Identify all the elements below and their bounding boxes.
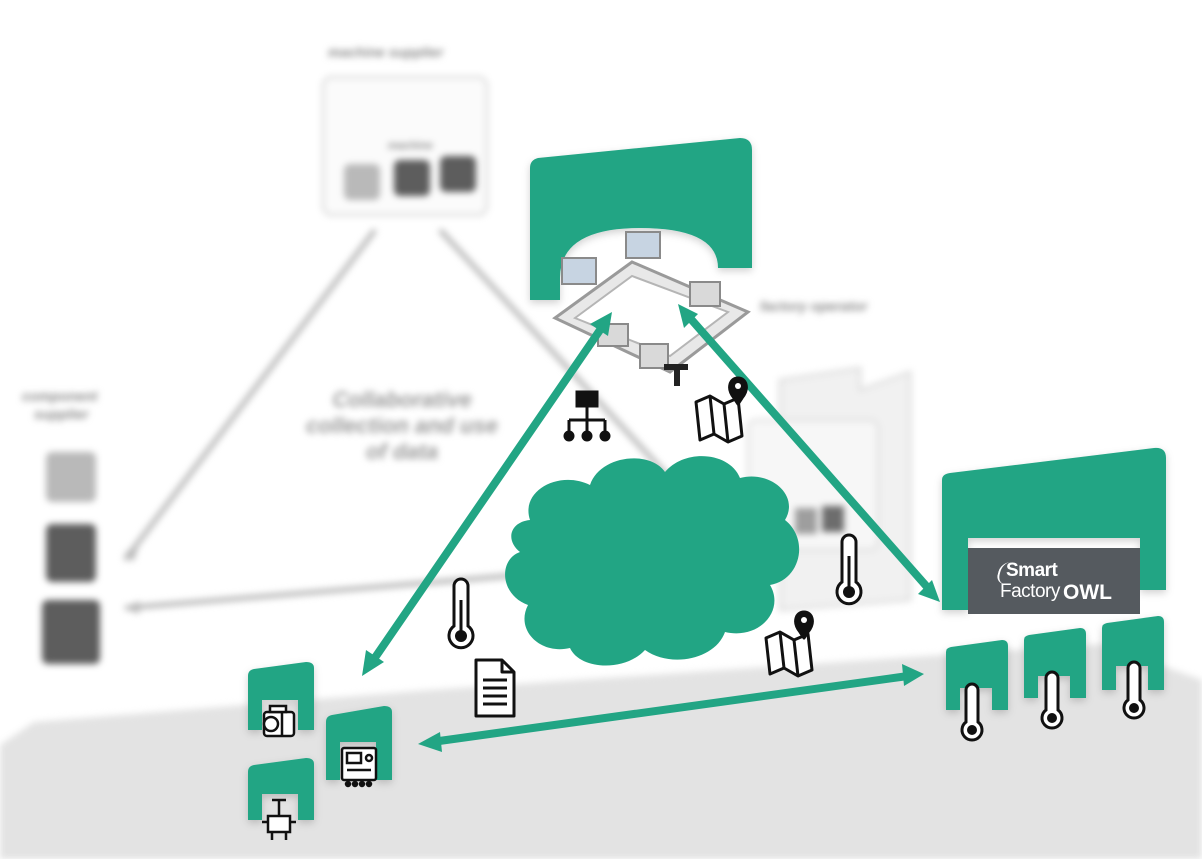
smartfactory-canopy [942,447,1166,610]
center-caption-line-2: collection and use [306,413,498,438]
arrowhead-line-left [590,312,612,336]
component-tile-3 [42,600,100,664]
motor-hood [248,662,314,730]
triangle-edge-left [123,228,377,562]
component-tile-2 [46,524,96,582]
arrow-devices-to-line [368,326,604,666]
thermometer-icon-5 [1122,660,1146,720]
hierarchy-icon [563,390,611,442]
map-pin-icon [694,376,748,444]
center-caption-line-3: of data [365,439,439,464]
motor-icon [262,704,296,738]
triangle-edge-right [438,228,692,502]
arrow-line-to-smartfactory [686,314,932,592]
arrow-devices-to-smartfactory [428,672,912,746]
cloud-icon [505,456,800,666]
arrowhead-smartfactory-top [918,580,940,602]
thermometer-icon-4 [1040,670,1064,730]
sensor-hood-1 [946,640,1008,710]
thermometer-icon-3 [960,682,984,742]
logo-smart-text: Smart [1006,560,1058,581]
valve-hood [248,758,314,820]
machine-tile-1 [344,164,380,200]
center-caption-line-1: Collaborative [332,387,472,412]
map-pin-icon-2 [764,610,814,678]
control-panel-icon [340,746,378,788]
smartfactory-owl-logo: Smart Factory OWL [968,548,1140,614]
component-tile-1 [46,452,96,502]
arrowhead-left [125,548,138,562]
arrowhead-bottom-left [418,732,442,752]
operator-tile-2 [822,506,844,532]
factory-operator-title: factory operator [760,298,868,314]
valve-icon [262,798,296,840]
machine-box-label: machine [388,140,433,152]
machine-tile-3 [440,156,476,192]
logo-factory-text: Factory [1000,581,1060,602]
sensor-hood-2 [1024,628,1086,698]
thermometer-icon-2 [835,533,863,606]
thermometer-icon [447,577,475,650]
arrowhead-line-right [678,304,698,328]
machine-supplier-title: machine supplier [328,44,444,60]
arrowhead-bottom [125,601,139,614]
arrows [368,314,932,746]
arrowhead-bottom-right [902,664,924,686]
sensor-hood-3 [1102,616,1164,690]
document-icon [474,658,516,718]
machine-tile-2 [394,160,430,196]
production-canopy [530,138,752,300]
component-supplier-title-2: supplier [34,406,89,422]
logo-owl-text: OWL [1063,581,1112,604]
production-line [552,231,751,386]
control-panel-hood [326,706,392,780]
operator-tile-1 [795,508,817,534]
arrowheads [362,304,940,752]
arrowhead-devices [362,650,384,676]
component-supplier-title-1: component [22,388,98,404]
